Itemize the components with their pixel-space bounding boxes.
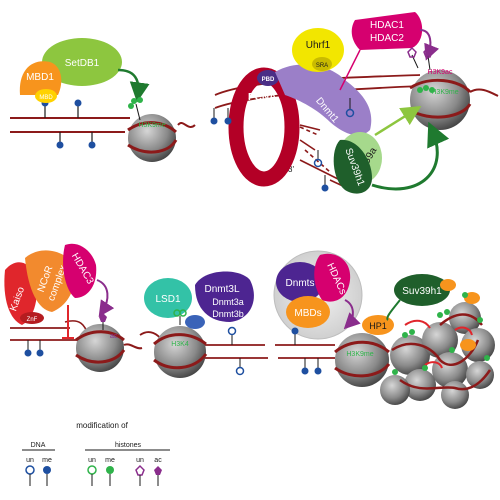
heterochromatin-fiber (380, 279, 495, 409)
mbd-domain (35, 89, 57, 103)
suv39h1-protein-b (333, 139, 372, 194)
dnmt1-protein (275, 64, 372, 136)
uhrf1-label: Uhrf1 (306, 40, 331, 51)
methyl-cpg-a (41, 99, 96, 149)
setdb1-protein (42, 38, 122, 86)
h3k9me-label-a: H3K9me (138, 122, 165, 129)
hdac3-protein (63, 243, 97, 298)
hdac1-hdac2-protein (351, 12, 423, 50)
sra-label: SRA (316, 63, 328, 69)
dnmt3l-label: Dnmt3L (204, 284, 239, 295)
hdac-connector (339, 49, 361, 91)
legend: modification of DNA histones un me un me… (22, 421, 170, 486)
mbds-label: MBDs (294, 308, 321, 319)
dnmts-protein (276, 262, 324, 302)
legend-hist-un1-label: un (88, 457, 96, 464)
legend-hist-me-label: me (105, 457, 115, 464)
panel-a: SetDB1 MBD1 MBD H3K9me (10, 38, 196, 162)
pbd-label: PBD (262, 77, 275, 83)
histone-me-marks-a (128, 97, 143, 121)
h3k9me-label-b: H3K9me (431, 89, 458, 96)
legend-hist-unac-symbol (135, 464, 145, 476)
dnmt3-add-domain (185, 315, 205, 329)
hdacs-arrow (343, 299, 361, 330)
mbd1-protein (19, 61, 62, 95)
legend-dna-me-symbol (43, 466, 51, 474)
panel-d: H3K4 LSD1 Dnmt3L Dnmt3a Dnmt3b (139, 271, 268, 378)
hdac-deacetylation-arrow (419, 29, 440, 61)
ncor-complex (25, 250, 75, 312)
legend-title: modification of (76, 421, 128, 430)
legend-hist-ac-label: ac (154, 457, 162, 464)
legend-dna-un-symbol (25, 465, 35, 475)
sra-domain (312, 57, 332, 71)
hdac1-label: HDAC1 (370, 20, 404, 31)
panel-c: Kaiso NCoR complex ZnF HDAC3 ac (4, 243, 143, 372)
methyl-cpg-e (291, 327, 322, 375)
znf-label: ZnF (27, 317, 38, 323)
pcna-label: PCNA (248, 92, 276, 103)
g9a-arrow (374, 106, 422, 137)
hdacs-protein (314, 253, 351, 302)
legend-hist-me-symbol (106, 466, 114, 474)
h3k9me-label-e: H3K9me (346, 351, 373, 358)
ac-label-c: ac (110, 333, 118, 340)
legend-dna-heading: DNA (31, 442, 46, 449)
suv39h1-arrow-b (371, 121, 450, 191)
pbd-domain (257, 70, 279, 86)
panel-e: Dnmts HDACs MBDs H3K9me HP1 Suv39h1 (273, 250, 495, 409)
three-prime-label: 3' (288, 165, 294, 174)
panel-b: 5' 3' PCNA PBD Dnmt1 Uhrf1 SRA HDAC1 HDA… (210, 12, 499, 194)
legend-hist-ac-symbol (154, 466, 162, 475)
suv39h1-protein-e (394, 274, 450, 306)
hdac3-arrow (96, 279, 115, 317)
histone-me-marks-b (417, 85, 435, 93)
znf-domain (20, 312, 44, 324)
acetyl-marks-b (407, 46, 433, 71)
legend-hist-un2-label: un (136, 457, 144, 464)
dnmt3a-label: Dnmt3a (212, 297, 244, 307)
legend-dna-me-label: me (42, 457, 52, 464)
lsd1-label: LSD1 (155, 294, 180, 305)
hdac2-label: HDAC2 (370, 33, 404, 44)
lsd1-protein (144, 278, 192, 318)
mbd-domain-label: MBD (39, 95, 53, 101)
methyl-cpg-d (227, 326, 245, 376)
mbd1-label: MBD1 (26, 72, 54, 83)
mbds-protein (286, 296, 330, 328)
h3k9ac-label: H3K9ac (428, 69, 453, 76)
dnmt3b-label: Dnmt3b (212, 309, 244, 319)
dnmts-label: Dnmts (286, 278, 315, 289)
hp1-label: HP1 (369, 321, 387, 331)
acetyl-mark-c (99, 313, 107, 330)
suv39h1-label-e: Suv39h1 (402, 286, 442, 297)
histone-marks-d (173, 309, 187, 325)
legend-dna-un-label: un (26, 457, 34, 464)
methyl-cpg-c (24, 340, 44, 357)
setdb1-label: SetDB1 (65, 58, 100, 69)
h3k4-label: H3K4 (171, 341, 189, 348)
legend-histones-heading: histones (115, 442, 142, 449)
hp1-protein (362, 315, 394, 335)
methyl-cpg-b (210, 98, 355, 192)
legend-hist-un-symbol (87, 465, 97, 475)
setdb1-arrow (117, 68, 150, 103)
dnmt3l-protein (195, 271, 254, 322)
